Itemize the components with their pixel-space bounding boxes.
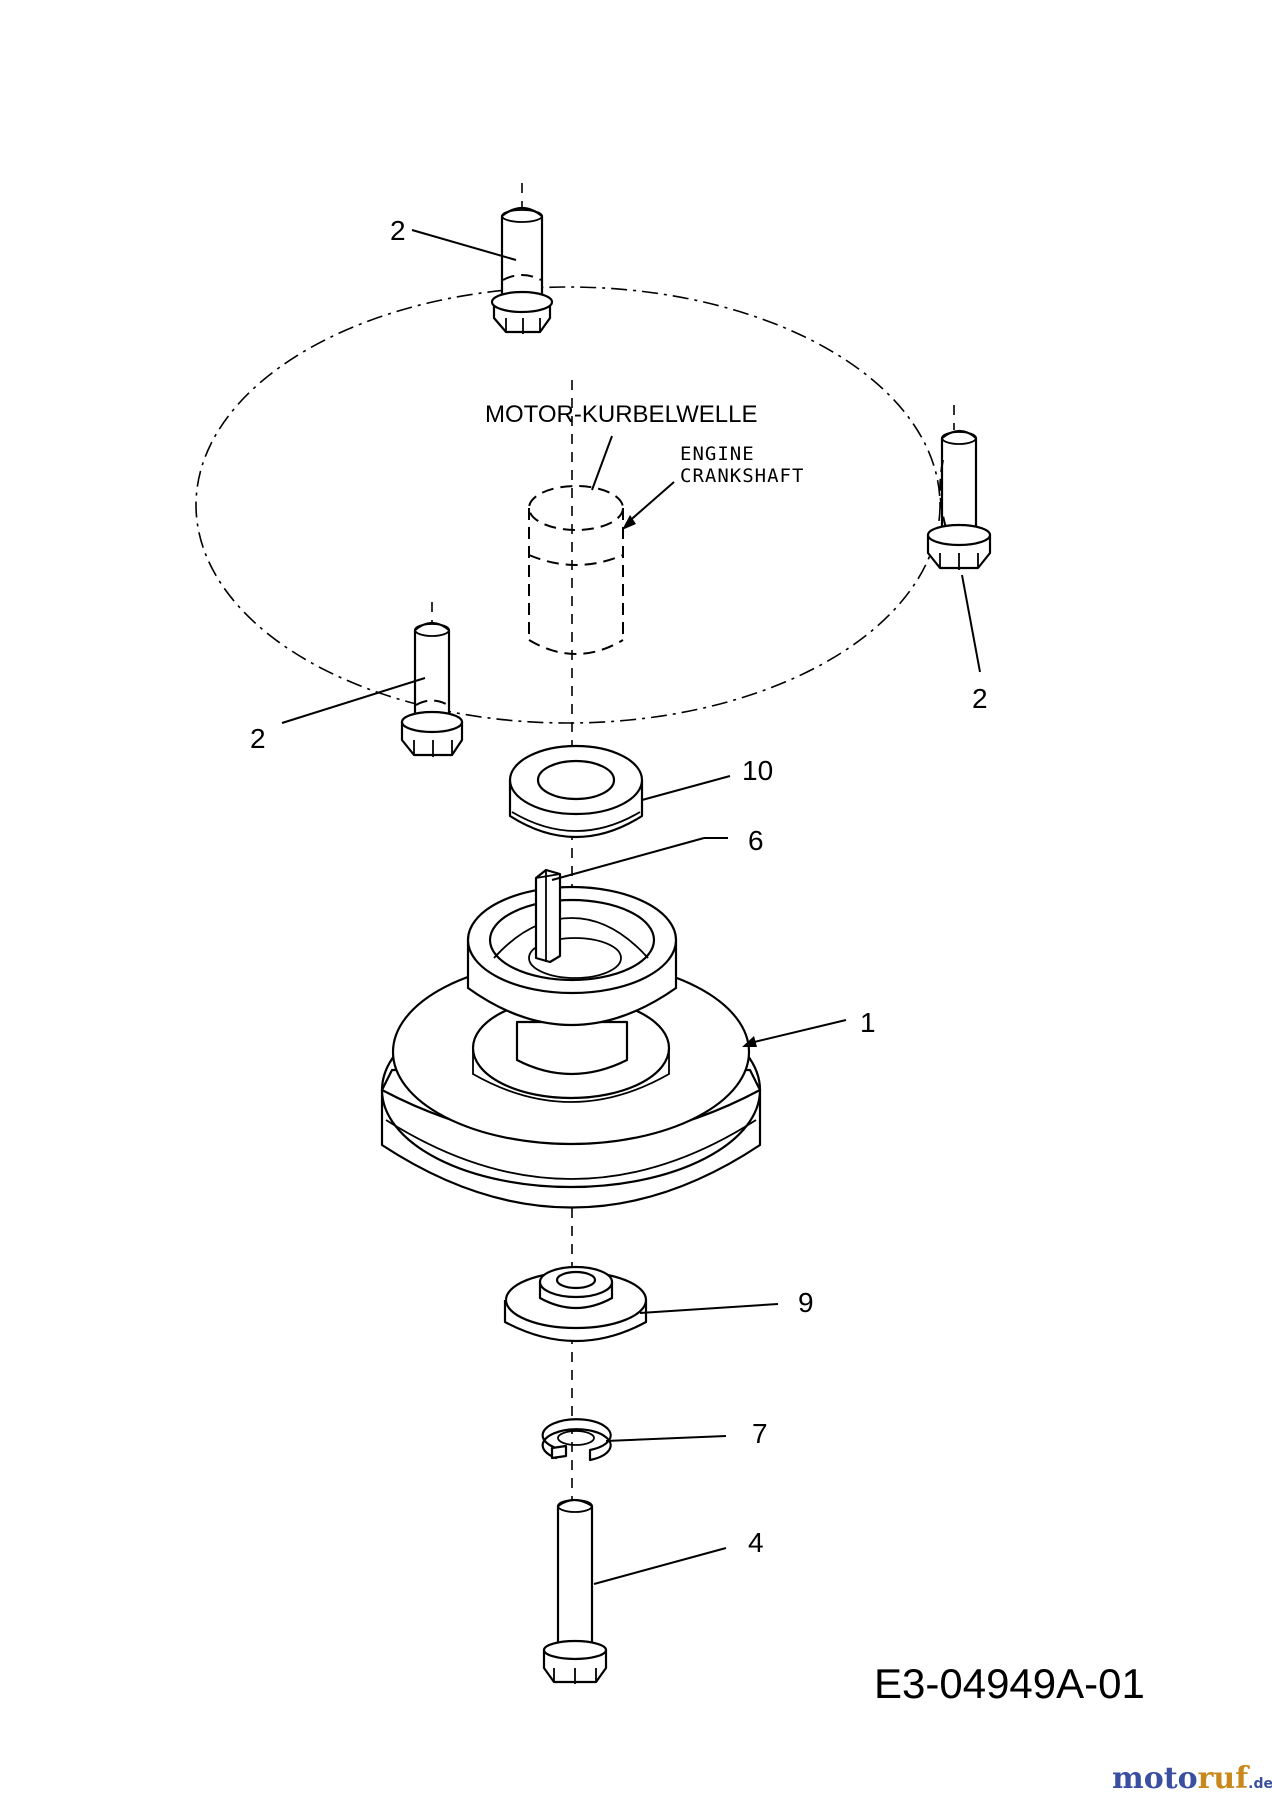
- callout-number-2-right: 2: [972, 683, 988, 714]
- drawing-number: E3-04949A-01: [874, 1660, 1145, 1707]
- watermark-part-b: ruf: [1198, 1761, 1251, 1796]
- callout-key: 6: [551, 825, 764, 881]
- callout-number-10: 10: [742, 755, 773, 786]
- bolt-left: [400, 602, 464, 757]
- callout-lock-washer: 7: [605, 1418, 768, 1449]
- key-part-6: [534, 868, 562, 964]
- motoruf-watermark: motoruf.de: [1112, 1761, 1272, 1796]
- bolt-circle-phantom: [195, 286, 941, 724]
- watermark-part-a: moto: [1112, 1761, 1198, 1796]
- leader-motor-kurbelwelle: [591, 435, 613, 491]
- bolt-center-part-4: [542, 1498, 608, 1684]
- callout-number-2-top: 2: [390, 215, 406, 246]
- callout-number-2-left: 2: [250, 723, 266, 754]
- callout-number-7: 7: [752, 1418, 768, 1449]
- callout-bolt-center: 4: [593, 1527, 764, 1585]
- callout-number-4: 4: [748, 1527, 764, 1558]
- callout-number-6: 6: [748, 825, 764, 856]
- pulley-part-1: [380, 885, 762, 1209]
- callout-number-1: 1: [860, 1007, 876, 1038]
- washer-part-9: [503, 1265, 648, 1342]
- callout-spacer: 10: [641, 755, 773, 801]
- spacer-part-10: [508, 744, 644, 838]
- label-engine: ENGINE: [680, 443, 755, 465]
- bolt-right: [926, 405, 992, 570]
- label-crankshaft: CRANKSHAFT: [680, 465, 804, 487]
- callout-bolt-right: 2: [961, 574, 988, 714]
- watermark-suffix: .de: [1248, 1776, 1272, 1792]
- svg-text:motoruf.de: motoruf.de: [1112, 1761, 1272, 1796]
- label-motor-kurbelwelle: MOTOR-KURBELWELLE: [485, 401, 758, 428]
- leader-engine-crankshaft: [622, 481, 675, 530]
- bolt-top: [490, 183, 554, 334]
- callout-number-9: 9: [798, 1287, 814, 1318]
- engine-crankshaft-phantom: [528, 485, 624, 655]
- lock-washer-part-7: [541, 1418, 612, 1462]
- callout-pulley: 1: [742, 1007, 876, 1047]
- callout-bolt-top: 2: [390, 215, 517, 261]
- callout-bolt-left: 2: [250, 677, 426, 754]
- callout-washer: 9: [639, 1287, 814, 1318]
